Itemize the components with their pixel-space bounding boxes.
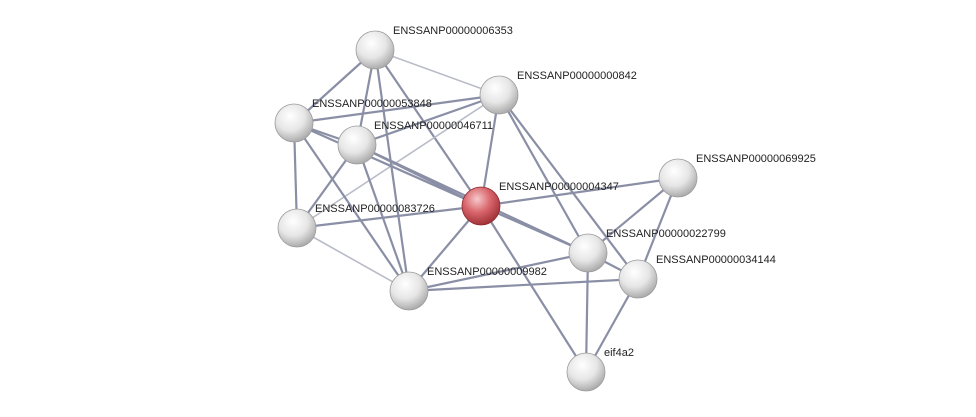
node-label-enssanp00000083726: ENSSANP00000083726 bbox=[315, 203, 435, 215]
edge-enssanp00000000842-enssanp00000083726[interactable] bbox=[296, 94, 500, 229]
node-enssanp00000004347[interactable] bbox=[461, 186, 501, 226]
edge-enssanp00000053848-enssanp00000009982[interactable] bbox=[292, 121, 411, 293]
edge-enssanp00000006353-enssanp00000009982[interactable] bbox=[373, 48, 411, 293]
node-enssanp00000069925[interactable] bbox=[658, 158, 698, 198]
edge-enssanp00000006353-enssanp00000000842[interactable] bbox=[374, 49, 500, 96]
node-enssanp00000083726[interactable] bbox=[277, 208, 317, 248]
node-eif4a2[interactable] bbox=[566, 352, 606, 392]
edge-enssanp00000000842-enssanp00000034144[interactable] bbox=[497, 93, 640, 281]
node-label-enssanp00000004347: ENSSANP00000004347 bbox=[499, 181, 619, 193]
node-enssanp00000022799[interactable] bbox=[568, 233, 608, 273]
node-label-enssanp00000006353: ENSSANP00000006353 bbox=[393, 25, 513, 37]
node-label-enssanp00000046711: ENSSANP00000046711 bbox=[374, 120, 493, 132]
edge-enssanp00000022799-eif4a2[interactable] bbox=[584, 251, 590, 374]
node-label-eif4a2: eif4a2 bbox=[604, 347, 634, 359]
node-label-enssanp00000053848: ENSSANP00000053848 bbox=[312, 98, 432, 110]
edge-enssanp00000004347-enssanp00000022799[interactable] bbox=[479, 204, 590, 255]
edge-enssanp00000053848-enssanp00000004347[interactable] bbox=[292, 121, 483, 208]
node-enssanp00000006353[interactable] bbox=[355, 30, 395, 70]
node-enssanp00000034144[interactable] bbox=[618, 259, 658, 299]
node-enssanp00000053848[interactable] bbox=[274, 103, 314, 143]
labels-layer: ENSSANP00000006353ENSSANP00000000842ENSS… bbox=[312, 25, 816, 359]
node-label-enssanp00000069925: ENSSANP00000069925 bbox=[696, 153, 816, 165]
nodes-layer bbox=[274, 30, 698, 392]
node-label-enssanp00000009982: ENSSANP00000009982 bbox=[427, 266, 547, 278]
edge-enssanp00000022799-enssanp00000009982[interactable] bbox=[407, 251, 590, 293]
edge-enssanp00000083726-enssanp00000009982[interactable] bbox=[296, 227, 410, 292]
edge-enssanp00000004347-eif4a2[interactable] bbox=[479, 204, 588, 374]
node-label-enssanp00000022799: ENSSANP00000022799 bbox=[606, 228, 726, 240]
node-label-enssanp00000034144: ENSSANP00000034144 bbox=[656, 254, 776, 266]
edge-enssanp00000004347-enssanp00000069925[interactable] bbox=[479, 176, 680, 208]
node-enssanp00000009982[interactable] bbox=[389, 271, 429, 311]
edge-enssanp00000034144-enssanp00000009982[interactable] bbox=[407, 277, 640, 293]
edge-enssanp00000000842-enssanp00000053848[interactable] bbox=[292, 93, 501, 125]
edge-enssanp00000006353-enssanp00000004347[interactable] bbox=[373, 48, 483, 208]
node-enssanp00000046711[interactable] bbox=[337, 125, 377, 165]
node-enssanp00000000842[interactable] bbox=[479, 75, 519, 115]
edge-enssanp00000069925-enssanp00000022799[interactable] bbox=[586, 176, 680, 255]
edge-enssanp00000000842-enssanp00000046711[interactable] bbox=[355, 93, 501, 147]
edge-enssanp00000000842-enssanp00000022799[interactable] bbox=[497, 93, 590, 255]
node-label-enssanp00000000842: ENSSANP00000000842 bbox=[517, 70, 637, 82]
edge-enssanp00000004347-enssanp00000083726[interactable] bbox=[295, 204, 483, 230]
